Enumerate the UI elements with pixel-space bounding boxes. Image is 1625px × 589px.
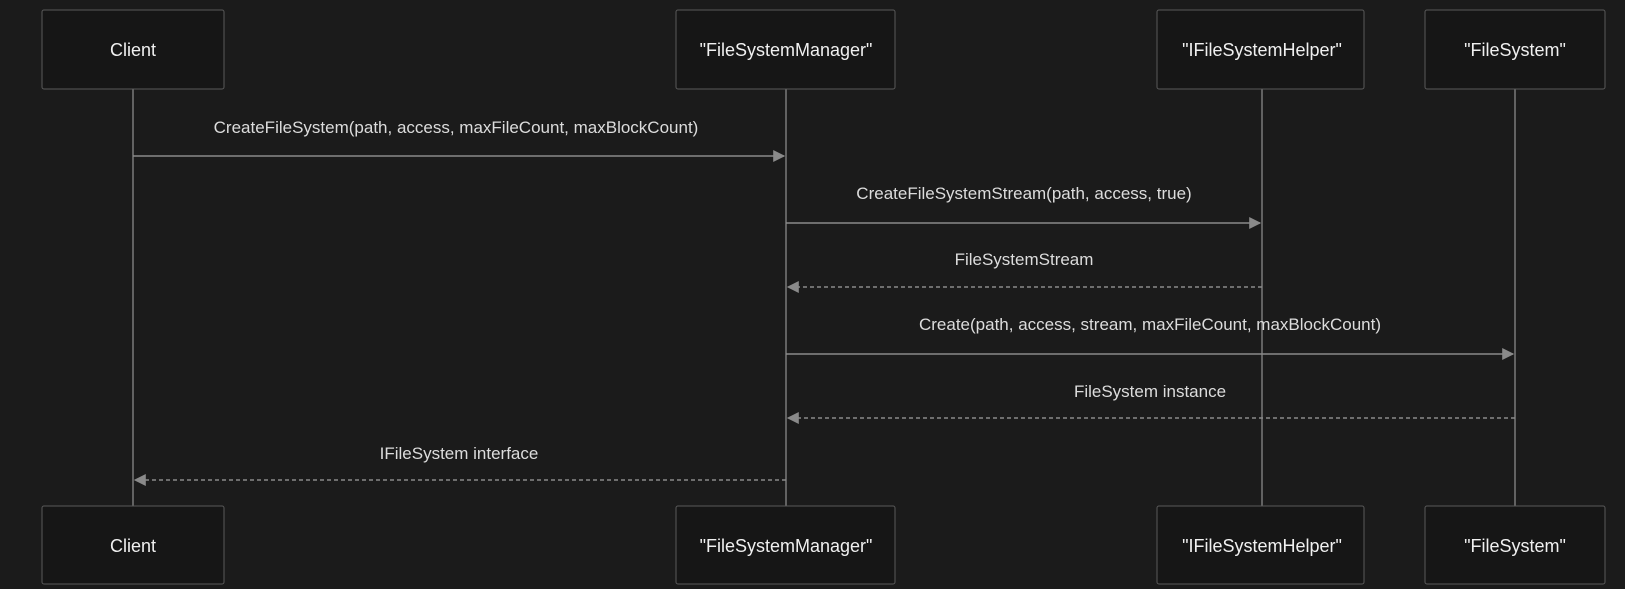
message-file-system-stream: FileSystemStream — [786, 250, 1262, 293]
actor-helper-label: "IFileSystemHelper" — [1182, 40, 1342, 60]
actor-helper-label: "IFileSystemHelper" — [1182, 536, 1342, 556]
lifelines — [132, 89, 1516, 506]
message-create-file-system: CreateFileSystem(path, access, maxFileCo… — [133, 118, 786, 162]
actor-manager-bottom: "FileSystemManager" — [675, 505, 896, 585]
actor-filesystem-bottom: "FileSystem" — [1424, 505, 1606, 585]
actor-client-bottom: Client — [41, 505, 225, 585]
actor-helper-top: "IFileSystemHelper" — [1156, 9, 1365, 90]
actor-manager-label: "FileSystemManager" — [700, 40, 873, 60]
message-label: CreateFileSystemStream(path, access, tru… — [856, 184, 1191, 203]
message-create: Create(path, access, stream, maxFileCoun… — [786, 315, 1515, 360]
actor-manager-label: "FileSystemManager" — [700, 536, 873, 556]
actors-bottom: Client "FileSystemManager" "IFileSystemH… — [41, 505, 1606, 585]
actors-top: Client "FileSystemManager" "IFileSystemH… — [41, 9, 1606, 90]
message-file-system-instance: FileSystem instance — [786, 382, 1515, 424]
message-label: Create(path, access, stream, maxFileCoun… — [919, 315, 1381, 334]
actor-helper-bottom: "IFileSystemHelper" — [1156, 505, 1365, 585]
actor-client-label: Client — [110, 40, 156, 60]
message-label: IFileSystem interface — [380, 444, 539, 463]
message-label: FileSystemStream — [955, 250, 1094, 269]
actor-client-top: Client — [41, 9, 225, 90]
messages: CreateFileSystem(path, access, maxFileCo… — [133, 118, 1515, 486]
message-create-file-system-stream: CreateFileSystemStream(path, access, tru… — [786, 184, 1262, 229]
message-ifile-system-interface: IFileSystem interface — [133, 444, 786, 486]
actor-manager-top: "FileSystemManager" — [675, 9, 896, 90]
actor-client-label: Client — [110, 536, 156, 556]
actor-filesystem-top: "FileSystem" — [1424, 9, 1606, 90]
actor-filesystem-label: "FileSystem" — [1464, 40, 1566, 60]
actor-filesystem-label: "FileSystem" — [1464, 536, 1566, 556]
message-label: FileSystem instance — [1074, 382, 1226, 401]
message-label: CreateFileSystem(path, access, maxFileCo… — [214, 118, 699, 137]
